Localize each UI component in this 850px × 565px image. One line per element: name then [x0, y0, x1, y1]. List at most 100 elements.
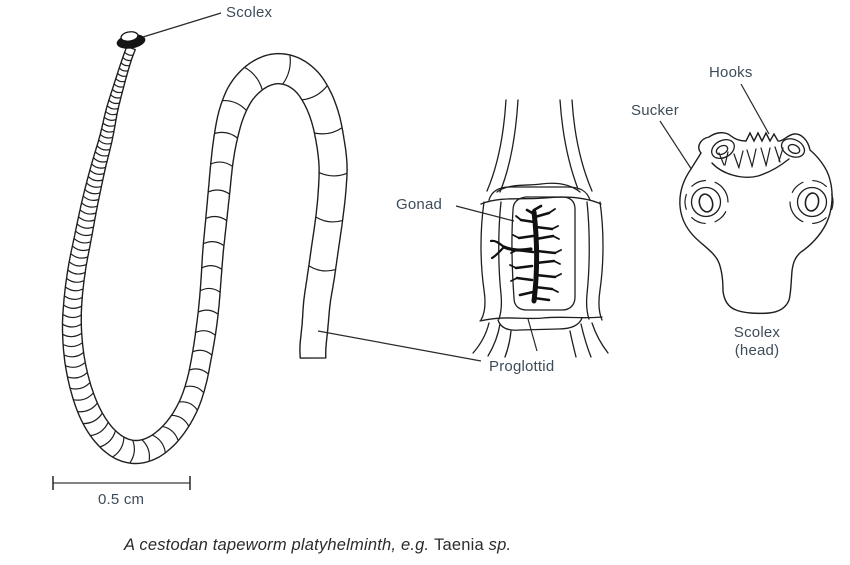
proglottid-segment-line	[222, 99, 247, 112]
proglottid-segment-line	[98, 139, 112, 145]
worm-ribbon-outline	[61, 45, 348, 465]
proglottid-segment-line	[115, 78, 126, 83]
caption-italic-suffix: sp.	[483, 536, 512, 554]
proglottid-segment-line	[73, 237, 91, 244]
proglottid-segment-line	[94, 151, 109, 157]
next-segment-drape	[580, 323, 592, 358]
proglottid-segment-line	[189, 368, 209, 375]
next-segment-drape	[569, 330, 577, 358]
proglottid-segment-line	[82, 412, 103, 425]
proglottid-segment-line	[99, 133, 113, 139]
gonad-twigs	[509, 208, 562, 293]
proglottid-segment-line	[282, 54, 291, 85]
proglottid-segment-line	[75, 230, 93, 237]
proglottid-segment-line	[86, 182, 102, 188]
lateral-sucker-right	[789, 179, 834, 225]
proglottid-segment-line	[192, 349, 213, 356]
proglottid-segment-line	[77, 402, 98, 413]
proglottid-segment-line	[66, 277, 85, 283]
worm-segment-lines	[62, 51, 348, 464]
proglottid-segment-line	[89, 169, 105, 175]
proglottid-segment-line	[151, 434, 166, 453]
main-left-outer-wall	[480, 201, 486, 321]
scale-bar	[52, 476, 191, 490]
proglottid-segment-line	[171, 414, 190, 427]
gonad-leader-line	[455, 205, 515, 222]
proglottid-segment-line	[124, 51, 134, 56]
proglottid-segment-line	[62, 313, 82, 319]
next-segment-drape	[487, 323, 501, 357]
scolex-head-caption-line1: Scolex	[733, 324, 781, 341]
leader-lines	[142, 12, 770, 362]
gonad-drawing	[489, 204, 562, 304]
proglottid-label: Proglottid	[489, 358, 555, 375]
proglottid-segment-line	[87, 175, 103, 182]
proglottid-segment-line	[214, 131, 238, 139]
hooks-leader-line	[740, 83, 770, 135]
scolex-blob	[116, 31, 146, 49]
proglottid-segment-line	[79, 209, 97, 215]
scolex-head-caption-line2: (head)	[734, 342, 780, 359]
proglottid-segment-line	[62, 342, 83, 348]
proglottid-segment-line	[205, 215, 228, 222]
proglottid-segment-line	[314, 127, 343, 135]
next-segment-drape	[472, 322, 490, 354]
scolex-leader-line	[142, 12, 222, 38]
proglottid-segment-line	[76, 223, 94, 229]
main-left-inner-wall	[498, 201, 503, 320]
scolex-label: Scolex	[226, 4, 273, 21]
scolex-head-drawing	[679, 131, 834, 315]
proglottid-segment-line	[90, 421, 109, 437]
main-right-outer-wall	[598, 201, 604, 321]
proglottid-segment-line	[195, 330, 216, 336]
proglottid-segment-line	[244, 66, 263, 91]
gonad-main-stem	[531, 209, 540, 304]
proglottid-segment-line	[103, 116, 117, 121]
proglottid-segment-line	[141, 439, 151, 462]
segment-interior-capsule	[511, 196, 576, 311]
proglottid-segment-line	[63, 304, 82, 309]
main-segment-bottom-edge	[479, 316, 603, 322]
proglottid-segment-line	[91, 163, 106, 169]
proglottid-segment-line	[113, 83, 124, 88]
proglottid-segment-line	[318, 172, 348, 177]
proglottid-top-right-inner-wall	[559, 99, 579, 190]
proglottid-segment-line	[67, 371, 88, 379]
figure-caption: A cestodan tapeworm platyhelminth, e.g. …	[124, 536, 511, 555]
top-sucker-right	[780, 138, 806, 158]
proglottid-segment-line	[70, 253, 89, 259]
next-segment-drape	[591, 322, 609, 354]
proglottid-segment-line	[63, 352, 84, 358]
gonad-duct-fork-lower	[490, 245, 506, 260]
gonad-duct-fork-upper	[489, 239, 506, 249]
proglottid-segment-line	[122, 56, 132, 62]
proglottid-top-left-outer-wall	[486, 99, 507, 192]
proglottid-segment-line	[68, 261, 87, 267]
main-segment-top-edge	[480, 196, 602, 205]
main-right-inner-wall	[585, 201, 590, 320]
top-sucker-left	[711, 138, 735, 160]
proglottid-segment-line	[301, 85, 328, 101]
proglottid-top-right-outer-wall	[571, 99, 593, 192]
proglottid-segment-line	[62, 323, 82, 328]
proglottid-segment-line	[315, 216, 343, 223]
proglottid-segment-line	[207, 189, 230, 195]
tapeworm-whole-body	[61, 45, 348, 465]
proglottid-detail-drawing	[472, 99, 609, 358]
proglottid-segment-line	[81, 202, 98, 208]
septum-bracket	[488, 186, 591, 201]
proglottid-segment-line	[73, 392, 94, 401]
proglottid-segment-line	[101, 128, 115, 133]
proglottid-segment-line	[199, 287, 221, 293]
proglottid-top-left-inner-wall	[499, 99, 519, 193]
proglottid-segment-line	[201, 265, 223, 270]
proglottid-segment-line	[197, 309, 219, 315]
lateral-sucker-left	[684, 179, 729, 225]
sucker-label: Sucker	[631, 102, 679, 119]
scale-bar-label: 0.5 cm	[98, 491, 145, 508]
hooks-label: Hooks	[709, 64, 753, 81]
caption-italic-prefix: A cestodan tapeworm platyhelminth, e.g.	[124, 536, 435, 554]
bottom-bracket	[497, 317, 583, 331]
proglottid-segment-line	[65, 286, 84, 292]
